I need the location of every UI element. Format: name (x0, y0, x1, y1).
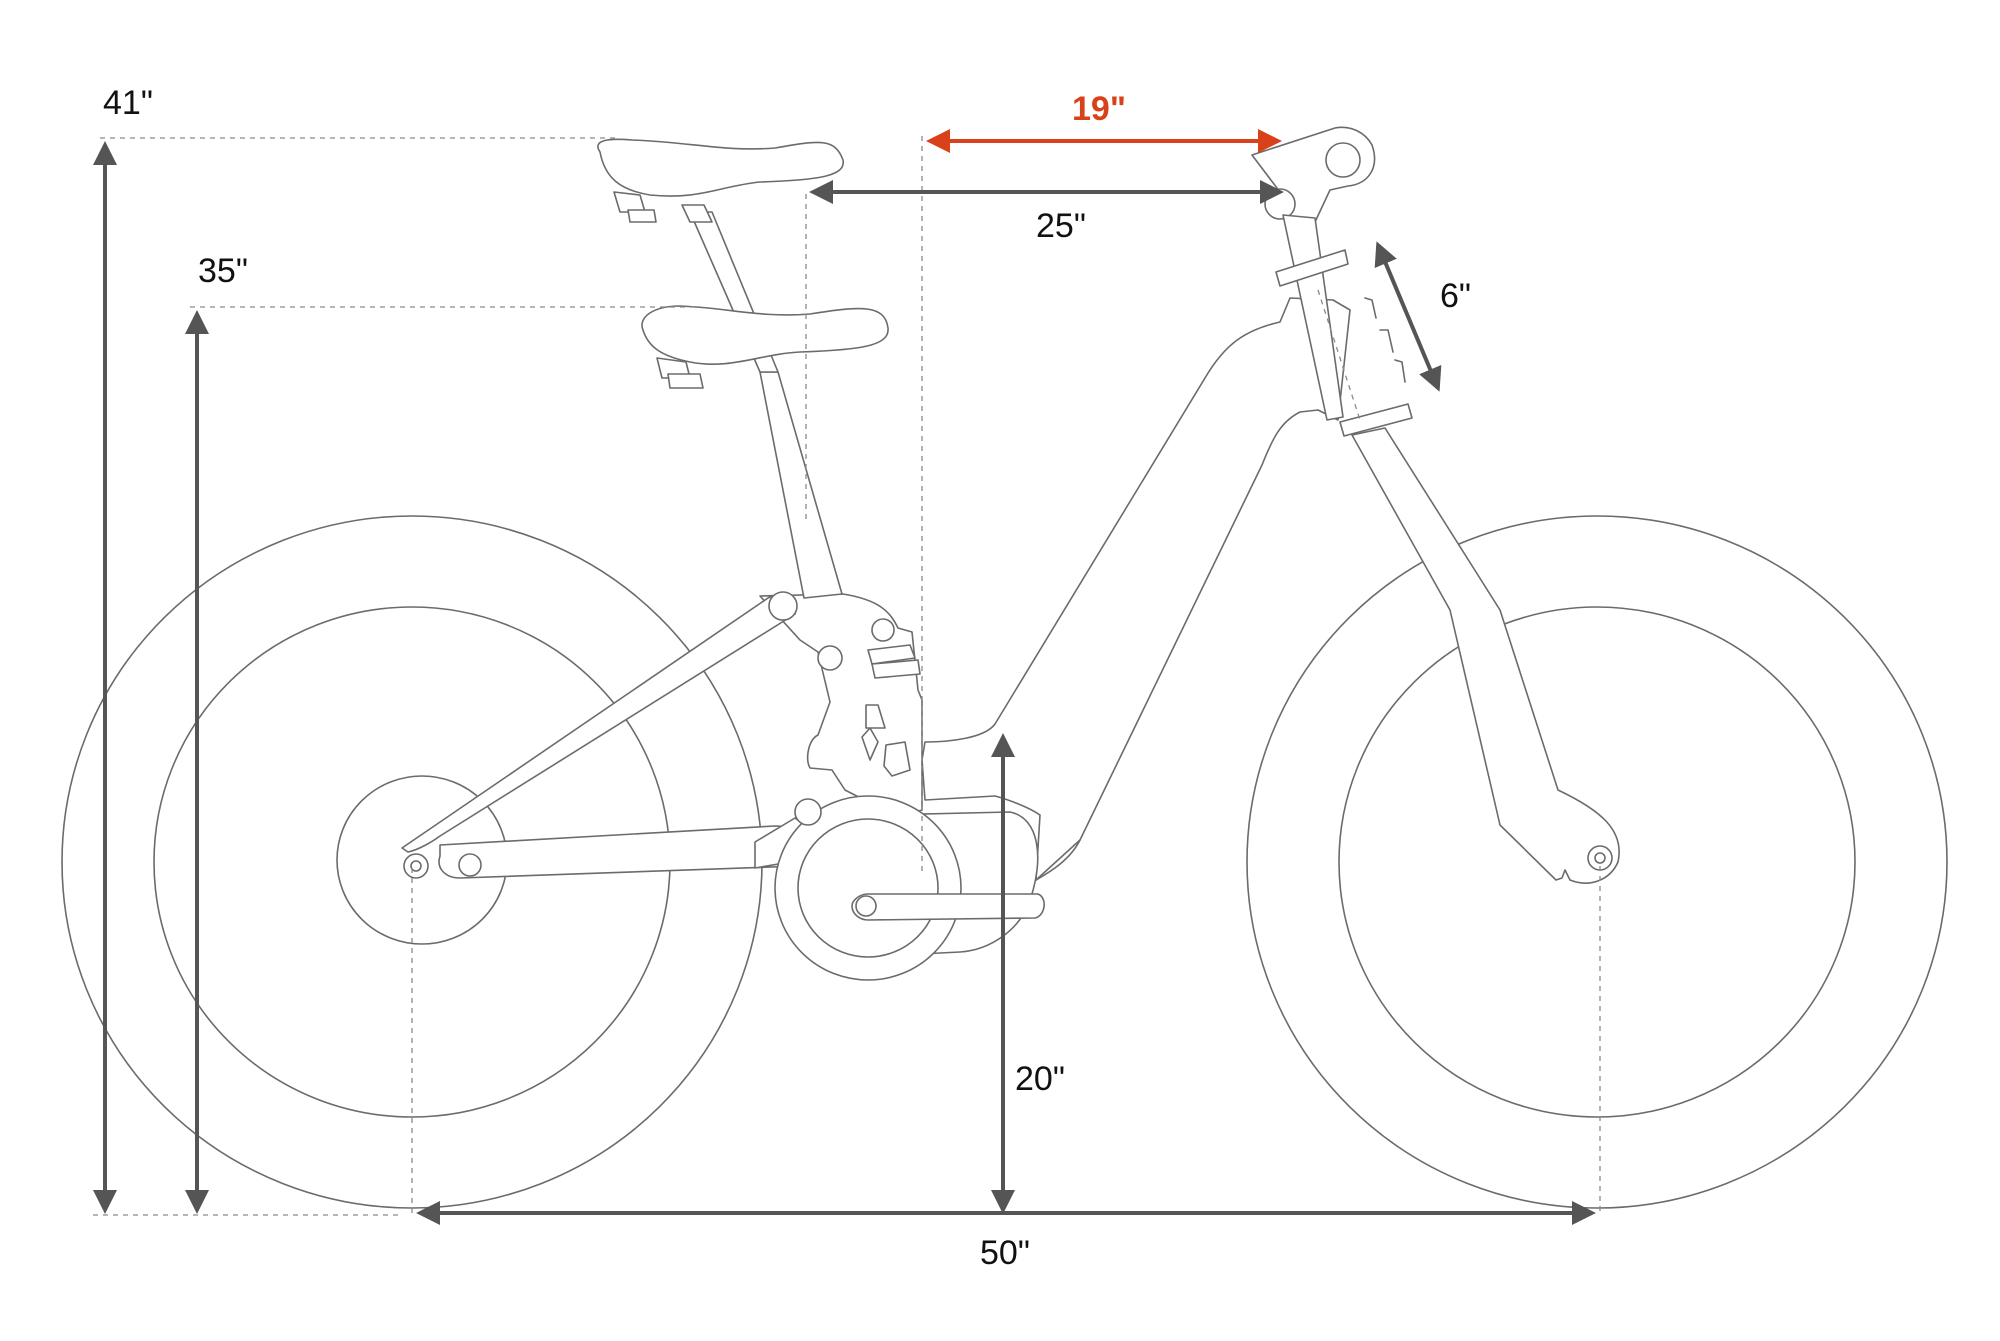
bike-outline (61, 126, 1948, 1209)
crank-arm (851, 893, 1045, 921)
chain-stay (438, 825, 810, 879)
label-standover: 20" (1015, 1060, 1065, 1098)
label-max-saddle-height: 41" (103, 84, 153, 122)
dim-line-6 (1374, 241, 1442, 392)
label-min-saddle-height: 35" (198, 252, 248, 290)
label-wheelbase: 50" (980, 1234, 1030, 1272)
front-wheel (1246, 515, 1948, 1209)
guide-lines (93, 136, 1601, 1216)
seat-stay (401, 593, 797, 853)
rear-shock-housing (759, 593, 923, 816)
suspension-pivots (403, 591, 895, 879)
chainring (774, 795, 962, 981)
headset-clamp-lower (1339, 403, 1413, 437)
dimension-arrows (93, 129, 1596, 1225)
headset-clamp-upper (1275, 249, 1349, 287)
saddle-upper (597, 138, 844, 223)
label-stem-adjust: 6" (1440, 277, 1471, 315)
dimension-labels: 41" 35" 19" 25" 6" 20" 50" (103, 84, 1471, 1272)
seat-tube (759, 371, 843, 599)
main-frame (921, 297, 1351, 881)
front-fork (1351, 427, 1620, 884)
label-saddle-to-bar: 25" (1036, 207, 1086, 245)
label-reach-highlight: 19" (1072, 90, 1126, 128)
